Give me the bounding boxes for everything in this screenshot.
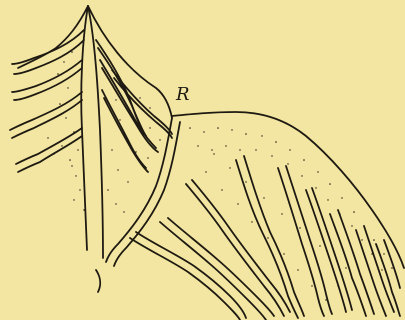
label-r: R — [175, 84, 190, 105]
